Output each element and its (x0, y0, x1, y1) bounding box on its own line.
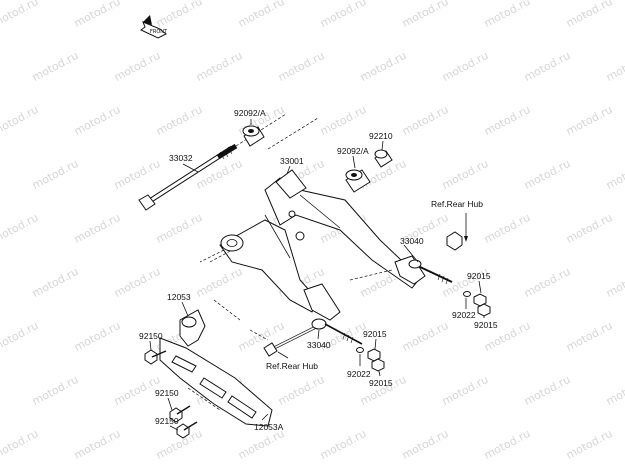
chain-guard-12053a (159, 337, 273, 427)
bolt-92150-b (169, 405, 191, 423)
label-92150-a: 92150 (139, 331, 163, 341)
swingarm-33001 (219, 169, 426, 321)
label-92150-b: 92150 (155, 388, 179, 398)
washer-92022-mid (356, 347, 364, 353)
bolt-92150-c (176, 421, 198, 439)
label-92022-mid: 92022 (347, 369, 371, 379)
leader-lines (149, 119, 485, 431)
label-92092a-mid: 92092/A (337, 146, 369, 156)
label-33032: 33032 (169, 153, 193, 163)
label-12053a: 12053A (254, 422, 284, 432)
axle-hardware-mid (263, 318, 385, 372)
label-92150-c: 92150 (155, 416, 179, 426)
label-92022-right: 92022 (452, 310, 476, 320)
rear-hub-nut-right (446, 231, 463, 251)
label-92015-mid-2: 92015 (369, 378, 393, 388)
label-92015-right-1: 92015 (467, 271, 491, 281)
collar-92092a-top (242, 125, 265, 147)
label-92210: 92210 (369, 131, 393, 141)
label-ref-rear-hub-right: Ref.Rear Hub (431, 199, 483, 209)
label-ref-rear-hub-left: Ref.Rear Hub (266, 361, 318, 371)
collar-92092a-mid (345, 169, 371, 193)
label-33040-right: 33040 (400, 236, 424, 246)
front-direction-arrow-icon: FRONT (140, 15, 168, 39)
chain-guide-12053 (179, 309, 206, 347)
pivot-shaft-33032 (138, 143, 238, 211)
axle-hardware-right (408, 231, 491, 317)
washer-92022-right (463, 291, 471, 297)
cap-92210 (374, 149, 393, 168)
label-33040-mid: 33040 (307, 340, 331, 350)
callout-labels: 33032 92092/A 33001 92092/A 92210 Ref.Re… (139, 108, 498, 432)
svg-text:FRONT: FRONT (150, 29, 168, 35)
label-92092a-top: 92092/A (234, 108, 266, 118)
label-12053: 12053 (167, 292, 191, 302)
label-92015-right-2: 92015 (474, 320, 498, 330)
label-92015-mid-1: 92015 (363, 329, 387, 339)
label-33001: 33001 (280, 156, 304, 166)
